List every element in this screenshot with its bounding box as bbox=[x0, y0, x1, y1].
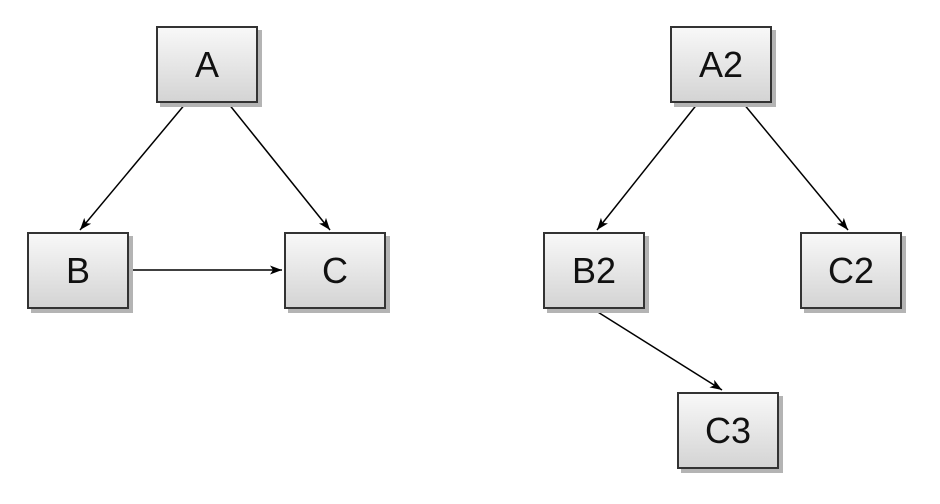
node-B2[interactable]: B2 bbox=[543, 232, 645, 309]
node-label: C3 bbox=[704, 409, 752, 451]
node-label: A2 bbox=[698, 43, 744, 85]
node-label: A bbox=[194, 43, 219, 85]
node-C[interactable]: C bbox=[284, 232, 386, 309]
edge-A2-C2 bbox=[742, 102, 849, 231]
edge-A-B bbox=[79, 102, 187, 231]
node-A[interactable]: A bbox=[156, 26, 258, 103]
node-label: B bbox=[65, 249, 90, 291]
node-label: C bbox=[322, 249, 348, 291]
edge-B2-C3 bbox=[592, 308, 723, 391]
node-A2[interactable]: A2 bbox=[670, 26, 772, 103]
node-C2[interactable]: C2 bbox=[800, 232, 902, 309]
node-B[interactable]: B bbox=[27, 232, 129, 309]
edge-A2-B2 bbox=[596, 102, 699, 231]
edges-group bbox=[79, 102, 849, 391]
node-label: B2 bbox=[571, 249, 617, 291]
node-label: C2 bbox=[827, 249, 875, 291]
node-C3[interactable]: C3 bbox=[677, 392, 779, 469]
edge-A-C bbox=[227, 102, 331, 231]
